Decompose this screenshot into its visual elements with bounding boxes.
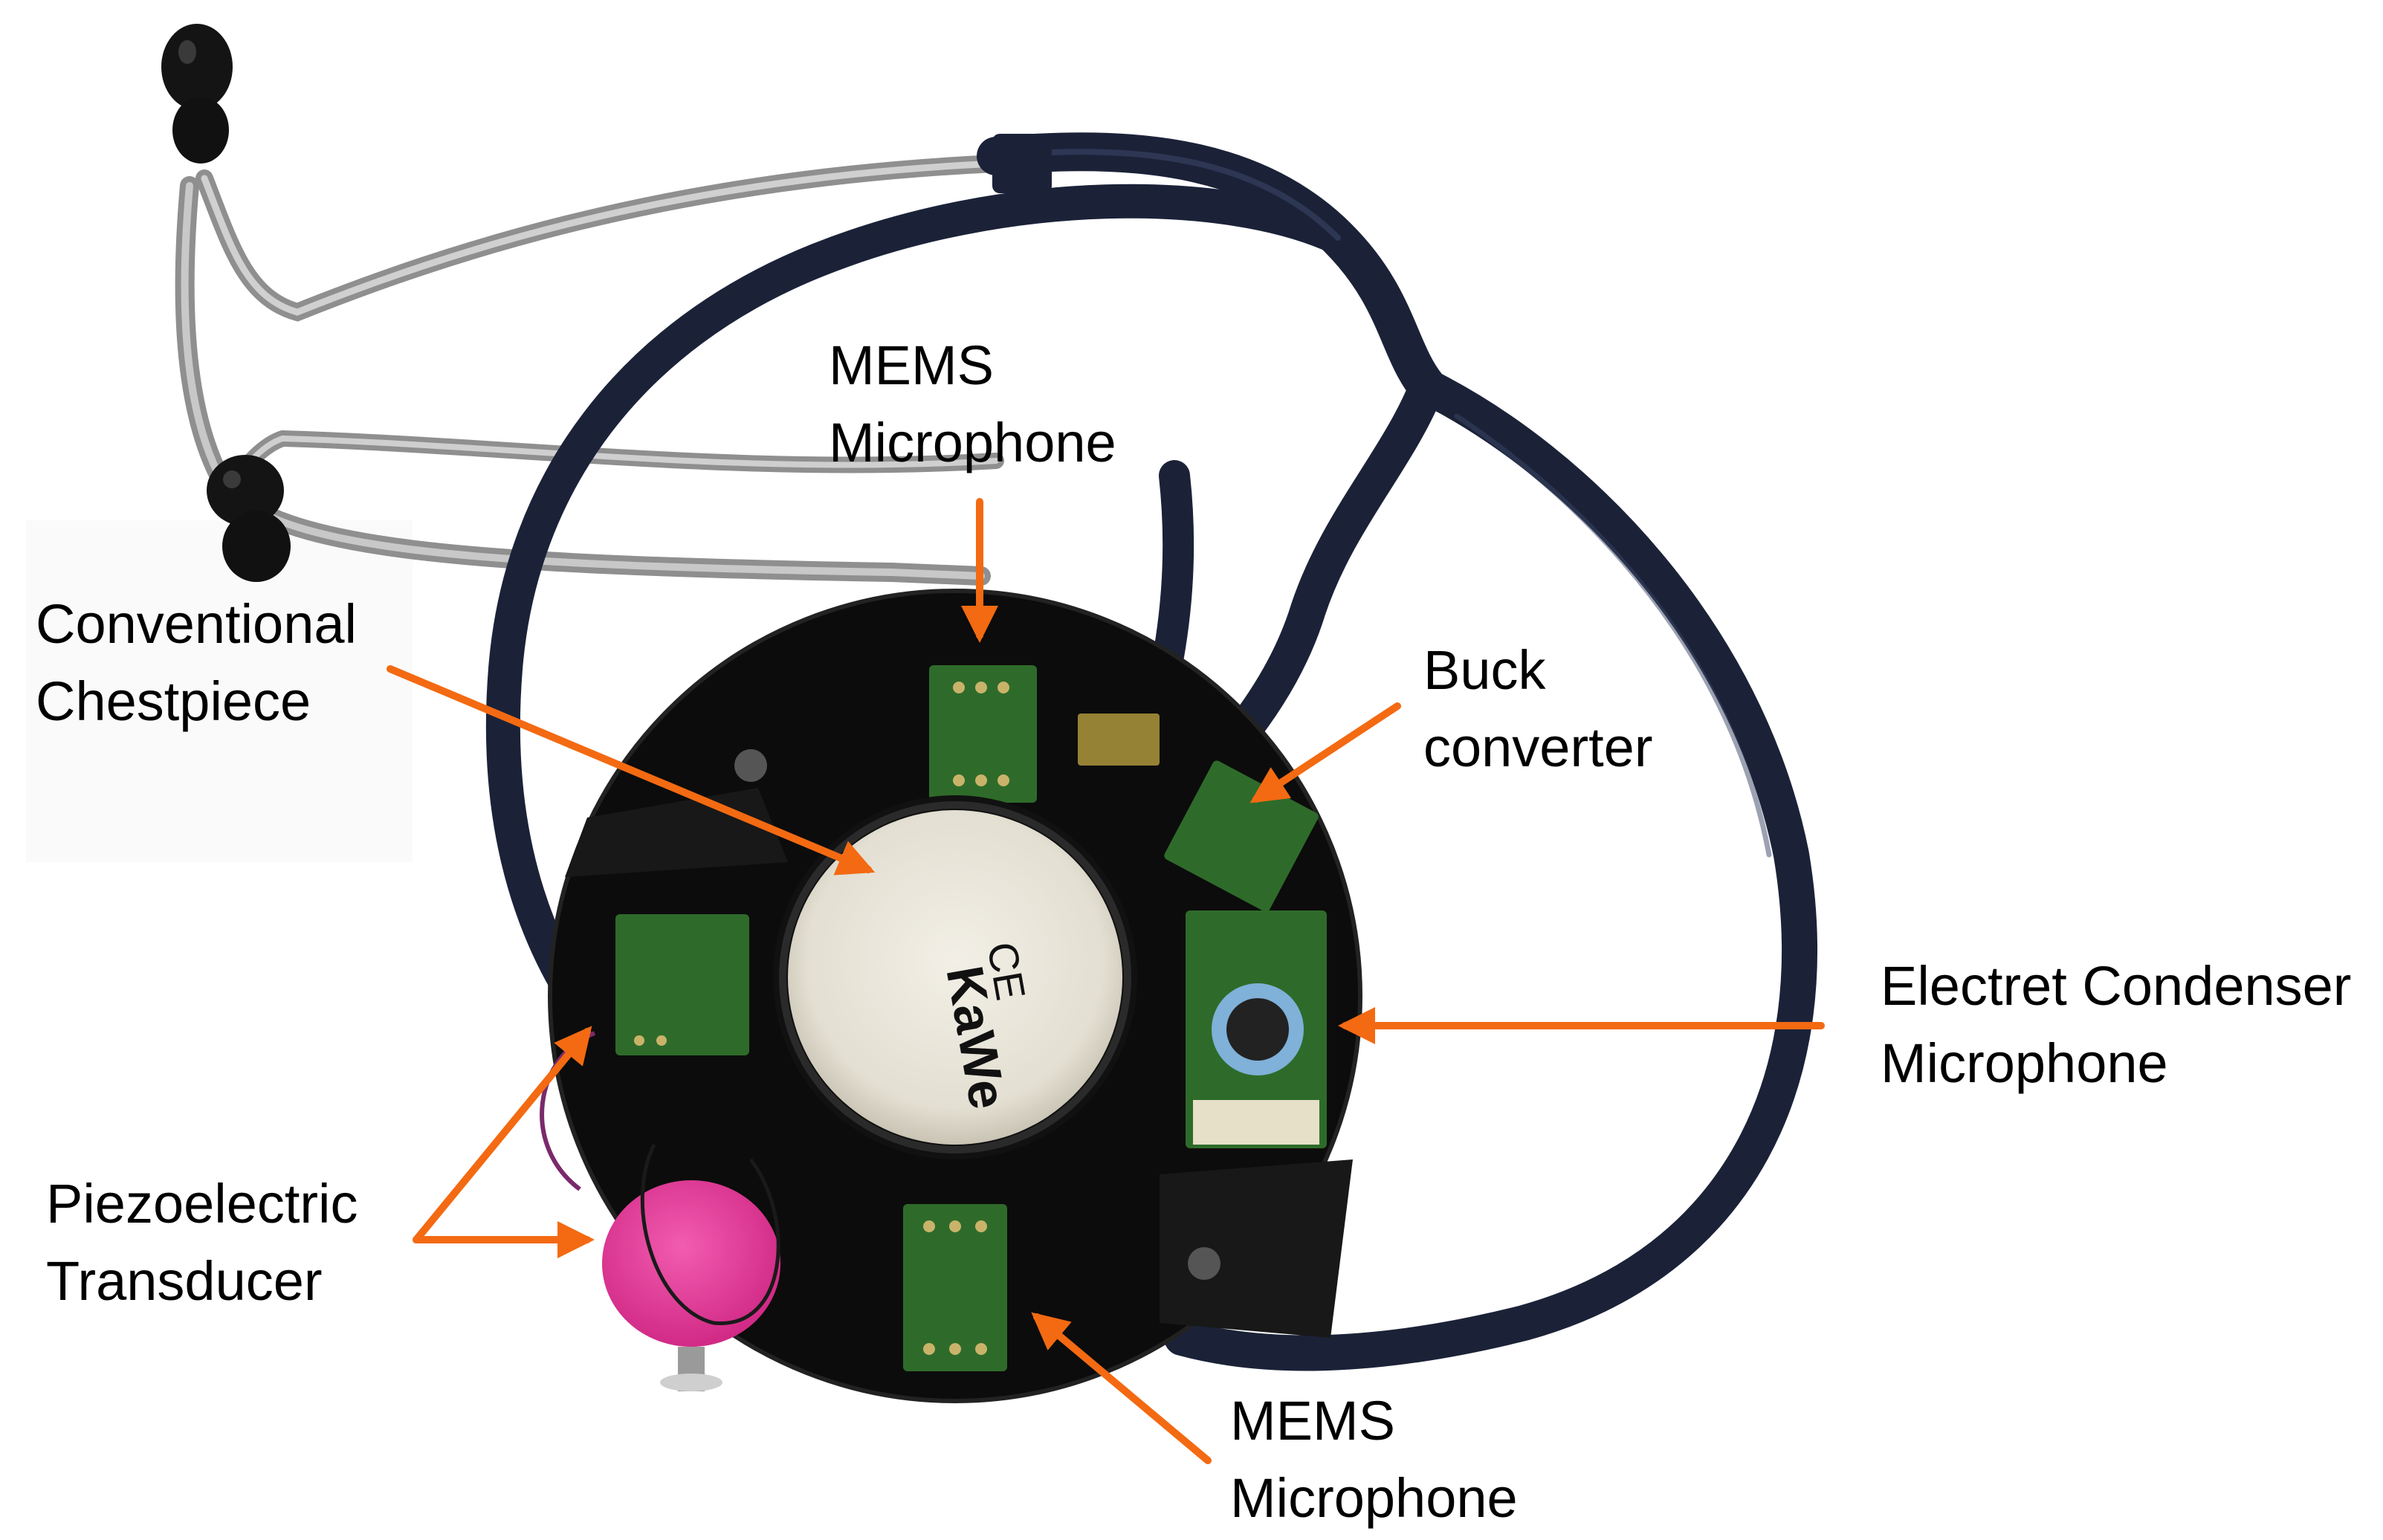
label-conventional-chestpiece: Conventional Chestpiece xyxy=(36,586,357,740)
ear-tip-top xyxy=(161,24,233,164)
label-mems-microphone-top: MEMS Microphone xyxy=(829,327,1116,482)
label-line: Piezoelectric xyxy=(46,1173,358,1235)
label-line: Transducer xyxy=(46,1250,323,1312)
pcb-mems-bottom xyxy=(903,1204,1007,1371)
annotation-arrows xyxy=(387,498,1825,1464)
label-line: Electret Condenser xyxy=(1881,955,2352,1017)
label-electret-condenser-microphone: Electret Condenser Microphone xyxy=(1881,948,2351,1102)
label-line: Microphone xyxy=(829,412,1116,473)
label-piezoelectric-transducer: Piezoelectric Transducer xyxy=(46,1165,358,1320)
pcb-piezo-board xyxy=(615,914,749,1055)
label-line: MEMS xyxy=(1230,1390,1395,1452)
arrow-conventional xyxy=(387,665,876,876)
background-patch xyxy=(26,520,413,862)
tube-sleeve xyxy=(992,134,1052,193)
arrow-buck xyxy=(1249,702,1401,803)
arrow-mems-bottom xyxy=(1031,1312,1212,1464)
label-line: converter xyxy=(1423,716,1653,778)
pcb-mems-top xyxy=(929,665,1037,803)
label-line: Microphone xyxy=(1881,1032,2168,1094)
label-line: Microphone xyxy=(1230,1467,1518,1529)
piezo-transducer xyxy=(540,1031,780,1391)
ear-tip-bottom xyxy=(207,455,291,582)
label-line: Buck xyxy=(1423,639,1546,701)
diaphragm: KaWe CE xyxy=(773,795,1137,1159)
label-buck-converter: Buck converter xyxy=(1423,632,1652,786)
label-line: Chestpiece xyxy=(36,670,311,732)
label-line: MEMS xyxy=(829,334,994,396)
label-line: Conventional xyxy=(36,593,357,655)
pcb-electret xyxy=(1186,910,1327,1148)
label-mems-microphone-bottom: MEMS Microphone xyxy=(1230,1382,1518,1537)
arrow-piezo-upper xyxy=(413,1026,592,1243)
diaphragm-ce-mark: CE xyxy=(978,939,1035,1004)
